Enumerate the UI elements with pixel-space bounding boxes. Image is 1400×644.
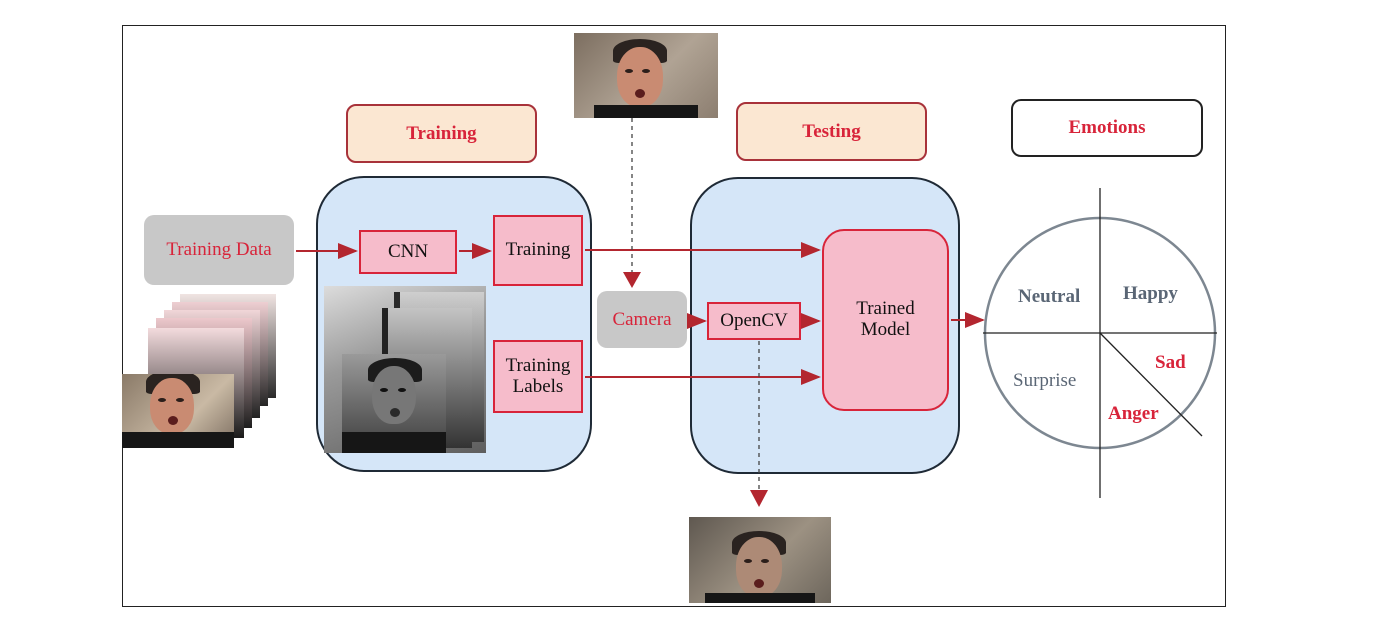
emotion-anger: Anger [1108,403,1159,424]
grayscale-training-images [324,286,486,453]
trained-model-node: Trained Model [822,229,949,411]
training-dataset-stack [122,294,282,454]
emotion-happy: Happy [1123,283,1178,304]
camera-input-image [574,33,718,118]
training-labels-line1: Training [505,354,571,376]
wheel-diagonal-divider [1099,332,1203,437]
trained-model-line2: Model [860,319,911,340]
training-labels-node: Training Labels [493,340,583,413]
cnn-node: CNN [359,230,457,274]
diagram-frame [122,25,1226,607]
arrowhead-camera [623,272,641,288]
emotion-sad: Sad [1155,352,1186,373]
training-labels-line2: Labels [512,375,564,397]
training-header: Training [346,104,537,163]
training-data-node: Training Data [144,215,294,285]
output-image [689,517,831,603]
testing-header: Testing [736,102,927,161]
opencv-node: OpenCV [707,302,801,340]
training-node: Training [493,215,583,286]
camera-node: Camera [597,291,687,348]
arrowhead-output [750,490,768,507]
emotion-surprise: Surprise [1013,370,1077,391]
emotion-neutral: Neutral [1018,286,1081,307]
emotions-header: Emotions [1011,99,1203,157]
trained-model-line1: Trained [856,298,915,320]
